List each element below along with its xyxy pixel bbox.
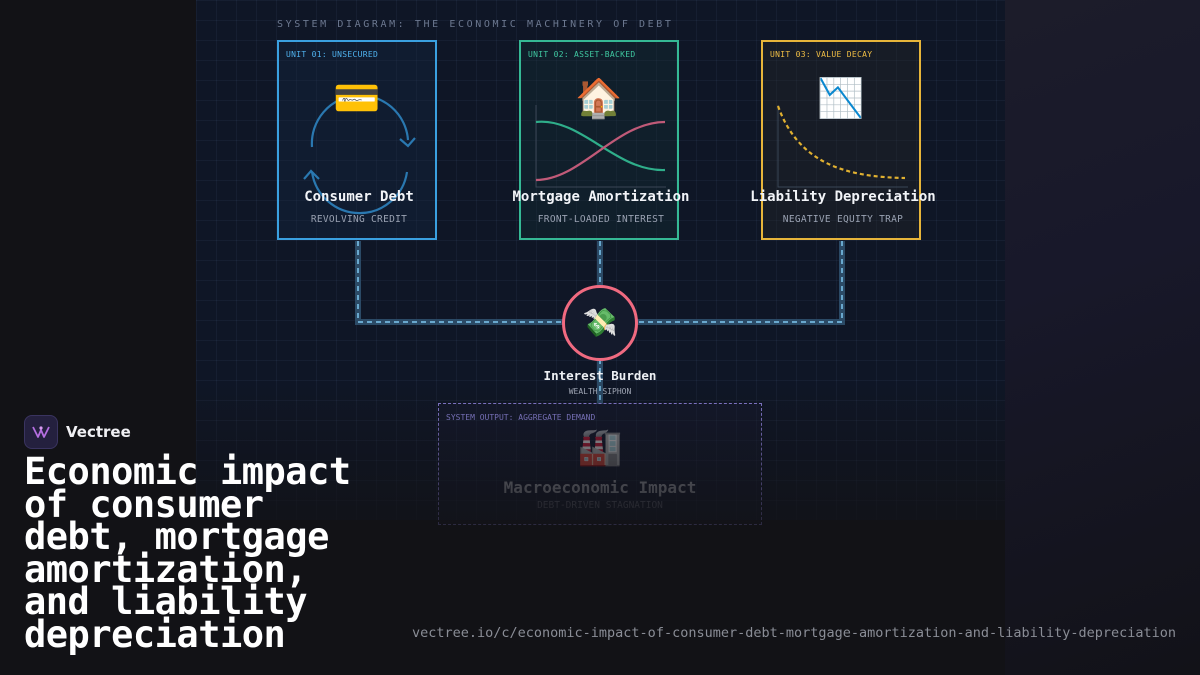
unit-title: Liability Depreciation [750, 189, 936, 205]
unit-subtitle: REVOLVING CREDIT [310, 214, 408, 225]
unit-subtitle: FRONT-LOADED INTEREST [537, 214, 665, 225]
unit-label: UNIT 01: UNSECURED [286, 50, 379, 59]
interest-burden-hub: 💸 [562, 285, 638, 361]
unit-title: Consumer Debt [304, 189, 414, 205]
unit-liability-card: UNIT 03: VALUE DECAY 📉 Liability Depreci… [750, 40, 936, 240]
brand-name: Vectree [66, 423, 131, 441]
unit-label: UNIT 03: VALUE DECAY [770, 50, 873, 59]
brand[interactable]: Vectree [24, 415, 131, 449]
output-label: SYSTEM OUTPUT: AGGREGATE DEMAND [446, 413, 596, 422]
vectree-logo-icon [24, 415, 58, 449]
background-panel [1005, 0, 1200, 675]
factory-icon: 🏭 [577, 427, 623, 468]
unit-mortgage-card: UNIT 02: ASSET-BACKED 🏠 Mortgage Amortiz… [512, 40, 690, 240]
unit-label: UNIT 02: ASSET-BACKED [528, 50, 636, 59]
page-url[interactable]: vectree.io/c/economic-impact-of-consumer… [411, 625, 1176, 641]
output-subtitle: DEBT-DRIVEN STAGNATION [537, 500, 663, 511]
unit-title: Mortgage Amortization [512, 189, 690, 205]
unit-consumer-debt-card: UNIT 01: UNSECURED 💳 Consumer Debt REVOL… [277, 40, 437, 240]
chart-decreasing-icon: 📉 [817, 76, 865, 120]
credit-card-icon: 💳 [333, 76, 381, 120]
page-headline: Economic impact of consumer debt, mortga… [24, 450, 351, 656]
output-title: Macroeconomic Impact [503, 478, 697, 497]
system-output-box: SYSTEM OUTPUT: AGGREGATE DEMAND 🏭 Macroe… [438, 403, 762, 525]
money-with-wings-icon: 💸 [582, 306, 618, 339]
house-icon: 🏠 [575, 76, 623, 120]
hub-title: Interest Burden [543, 368, 657, 383]
diagram-title: SYSTEM DIAGRAM: THE ECONOMIC MACHINERY O… [277, 19, 674, 30]
depreciation-curve-icon [776, 105, 908, 188]
unit-subtitle: NEGATIVE EQUITY TRAP [782, 214, 904, 225]
revolving-cycle-icon [303, 94, 416, 215]
hub-subtitle: WEALTH SIPHON [568, 387, 632, 396]
amortization-curves-icon [535, 105, 666, 188]
